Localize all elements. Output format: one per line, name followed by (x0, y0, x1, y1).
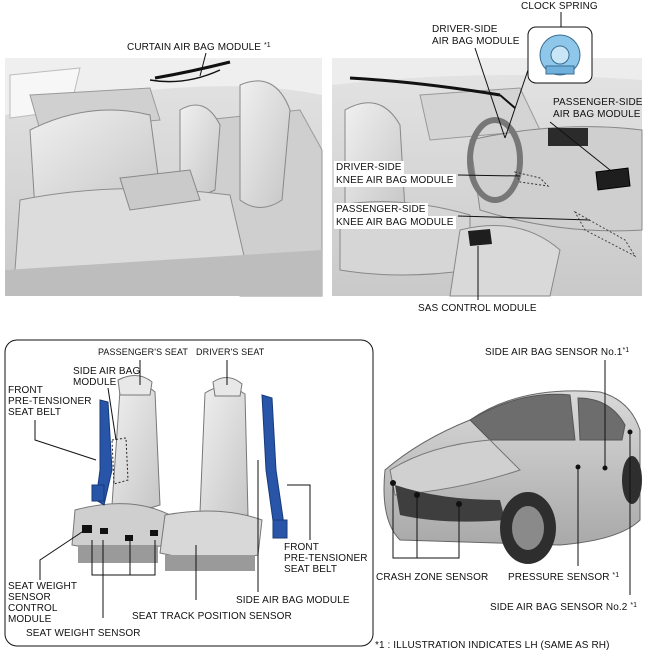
front-pretensioner-left-line2: PRE-TENSIONER (8, 396, 92, 407)
side-sensor-1-note: *1 (622, 347, 630, 354)
front-seats-illustration (4, 339, 374, 647)
seat-weight-module-label-line1: SEAT WEIGHT (8, 581, 78, 592)
driver-airbag-label-line1: DRIVER-SIDE (432, 24, 498, 35)
clock-spring-inset (504, 12, 593, 139)
front-pretensioner-right-line1: FRONT (284, 542, 319, 553)
side-airbag-module-label: SIDE AIR BAG MODULE (236, 595, 350, 606)
sas-control-module-label: SAS CONTROL MODULE (418, 303, 537, 314)
front-pretensioner-left-line3: SEAT BELT (8, 407, 62, 418)
drivers-seat-label: DRIVER'S SEAT (196, 347, 265, 357)
passenger-knee-airbag-label-line2: KNEE AIR BAG MODULE (334, 216, 456, 229)
side-sensor-2-label: SIDE AIR BAG SENSOR No.2 *1 (490, 602, 638, 613)
vehicle-exterior-illustration (383, 360, 642, 595)
footnote: *1 : ILLUSTRATION INDICATES LH (SAME AS … (375, 640, 610, 651)
passenger-airbag-label-line1: PASSENGER-SIDE (553, 97, 643, 108)
seat-weight-sensor-label: SEAT WEIGHT SENSOR (26, 628, 141, 639)
passengers-seat-label: PASSENGER'S SEAT (98, 347, 189, 357)
pressure-sensor-label: PRESSURE SENSOR *1 (508, 572, 620, 583)
side-airbag-left-label-line2: MODULE (73, 377, 117, 388)
front-pretensioner-right-line3: SEAT BELT (284, 564, 338, 575)
rear-interior-illustration (5, 52, 323, 297)
driver-airbag-label-line2: AIR BAG MODULE (432, 36, 520, 47)
pressure-sensor-note: *1 (612, 572, 620, 579)
side-airbag-left-label-line1: SIDE AIR BAG (73, 366, 141, 377)
seat-weight-module-label-line4: MODULE (8, 614, 52, 625)
clock-spring-label: CLOCK SPRING (521, 1, 598, 12)
passenger-airbag-label-line2: AIR BAG MODULE (553, 109, 641, 120)
side-sensor-1-label: SIDE AIR BAG SENSOR No.1*1 (485, 347, 630, 358)
seat-weight-module-label-line3: CONTROL (8, 603, 58, 614)
passenger-knee-airbag-label-line1: PASSENGER-SIDE (334, 203, 428, 216)
driver-knee-airbag-label-line1: DRIVER-SIDE (334, 161, 404, 174)
seat-weight-module-label-line2: SENSOR (8, 592, 51, 603)
front-pretensioner-left-line1: FRONT (8, 385, 43, 396)
front-pretensioner-right-line2: PRE-TENSIONER (284, 553, 368, 564)
curtain-airbag-label: CURTAIN AIR BAG MODULE *1 (127, 42, 271, 53)
curtain-airbag-note: *1 (263, 42, 271, 49)
crash-zone-sensor-label: CRASH ZONE SENSOR (376, 572, 489, 583)
side-sensor-2-note: *1 (630, 602, 638, 609)
seat-track-sensor-label: SEAT TRACK POSITION SENSOR (132, 611, 292, 622)
driver-knee-airbag-label-line2: KNEE AIR BAG MODULE (334, 174, 456, 187)
